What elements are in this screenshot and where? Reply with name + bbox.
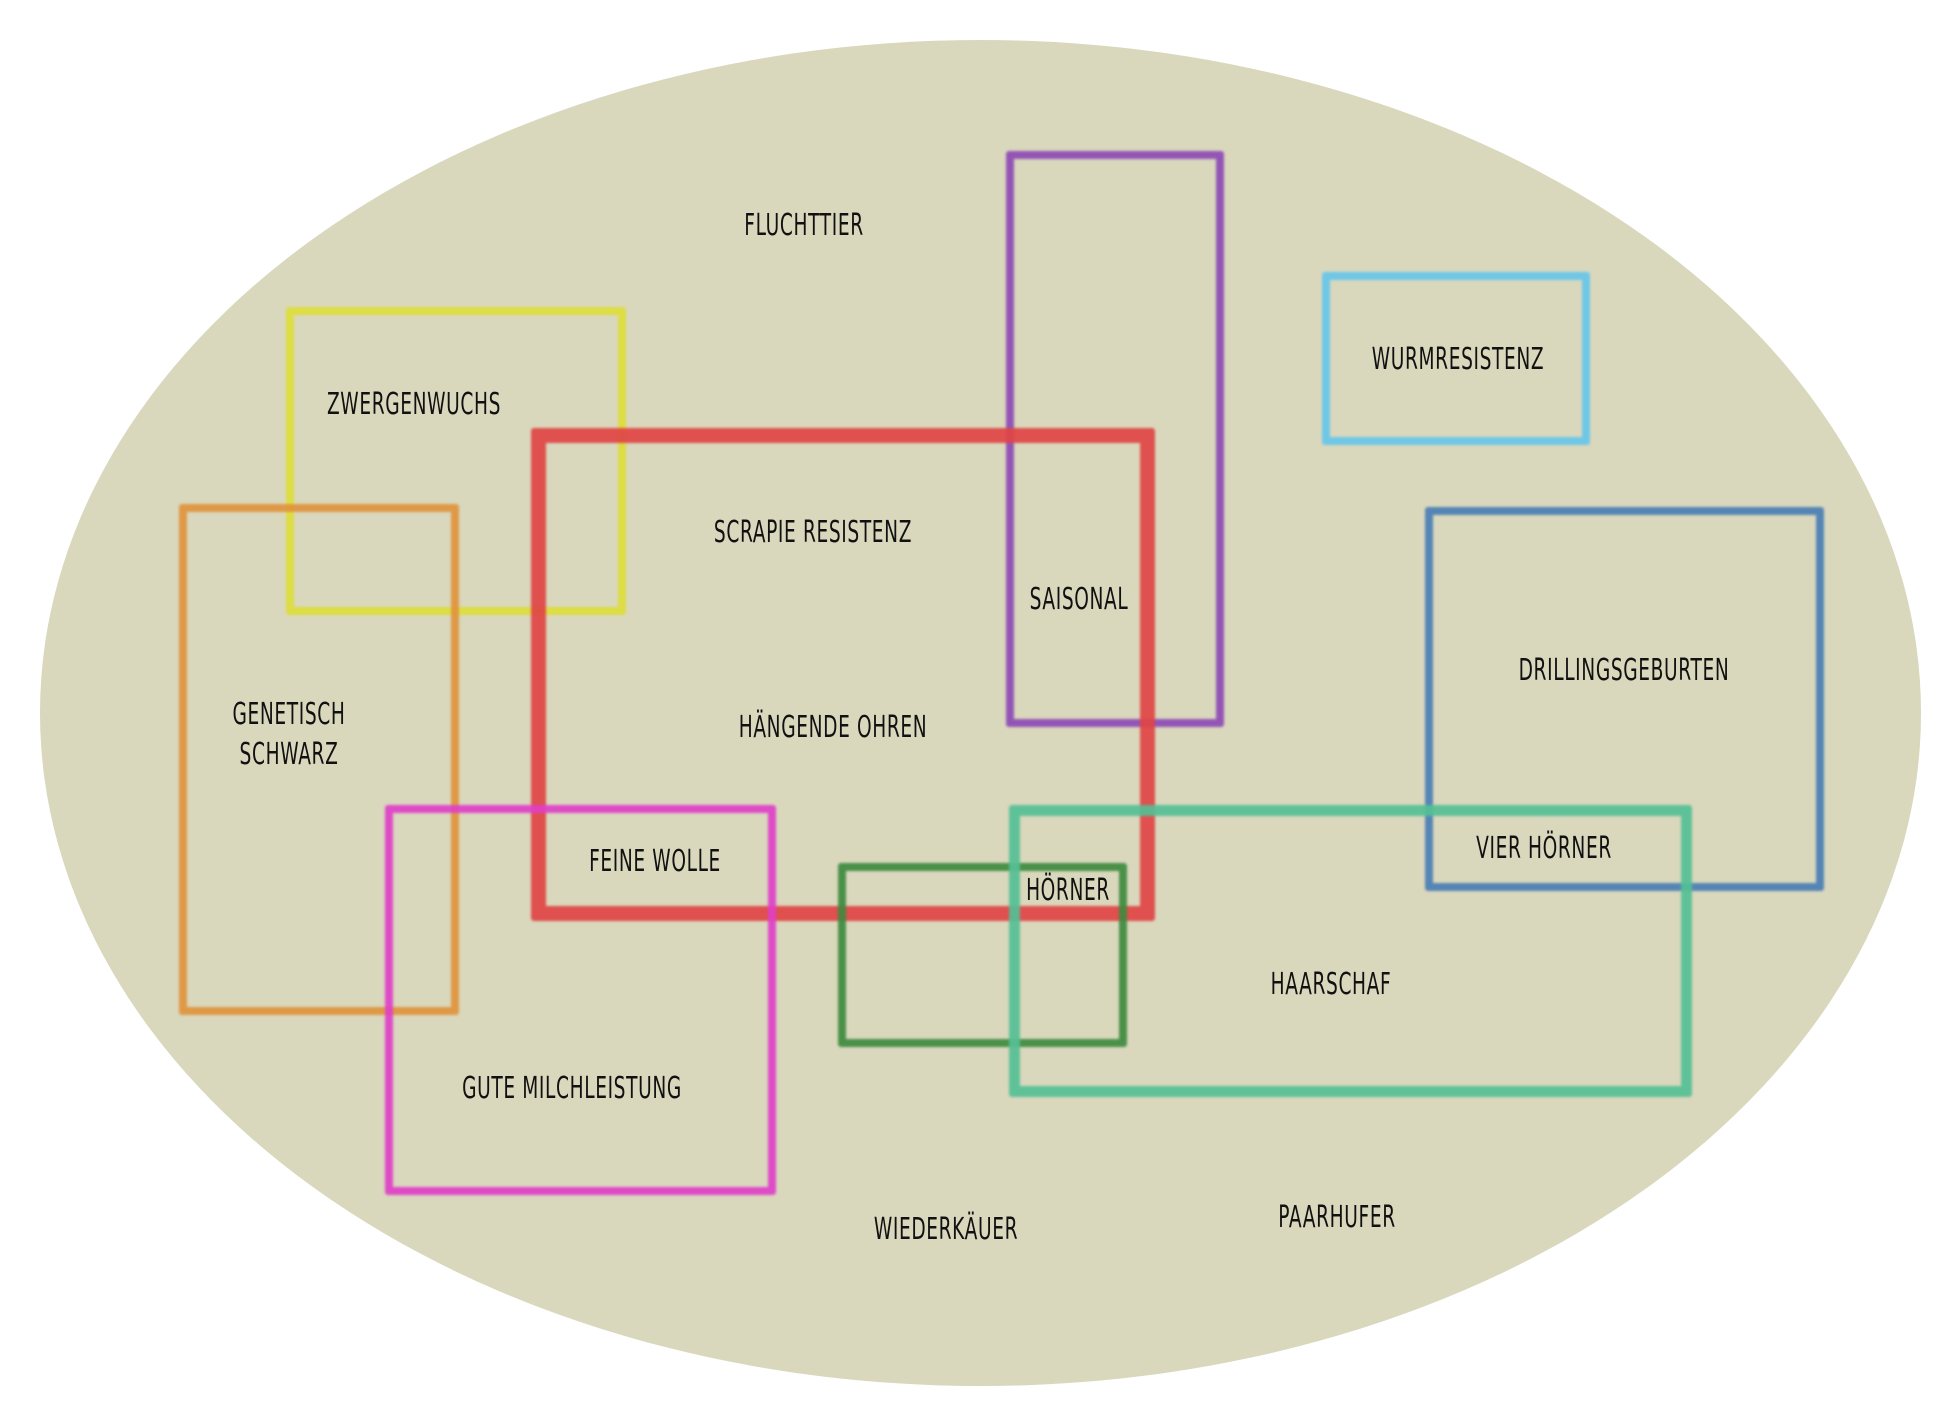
label-drillingsgeburten: DRILLINGSGEBURTEN <box>1518 653 1730 688</box>
label-saisonal: SAISONAL <box>1029 582 1129 617</box>
label-genetisch: GENETISCH <box>232 697 346 732</box>
label-fluchttier: FLUCHTTIER <box>744 208 864 243</box>
universe-ellipse <box>40 40 1921 1386</box>
label-haarschaf: HAARSCHAF <box>1270 967 1392 1002</box>
label-wurmresistenz: WURMRESISTENZ <box>1371 342 1545 377</box>
set-box-scrapie <box>531 428 1155 921</box>
label-zwergenwuchs: ZWERGENWUCHS <box>326 387 502 422</box>
label-haengende-ohren: HÄNGENDE OHREN <box>738 710 928 745</box>
set-box-milchleistung <box>385 805 776 1195</box>
set-box-genetisch-schwarz <box>179 504 459 1015</box>
set-box-wurmresistenz <box>1322 272 1590 445</box>
label-hoerner: HÖRNER <box>1026 873 1110 908</box>
set-box-hoerner <box>838 863 1127 1047</box>
label-scrapie-resistenz: SCRAPIE RESISTENZ <box>713 515 913 550</box>
label-wiederkaeuer: WIEDERKÄUER <box>873 1212 1019 1247</box>
label-gute-milchleistung: GUTE MILCHLEISTUNG <box>462 1071 682 1106</box>
label-vier-hoerner: VIER HÖRNER <box>1476 831 1612 866</box>
set-box-drillingsgeburten <box>1425 507 1824 891</box>
label-paarhufer: PAARHUFER <box>1278 1200 1396 1235</box>
label-schwarz: SCHWARZ <box>239 737 339 772</box>
label-feine-wolle: FEINE WOLLE <box>589 844 721 879</box>
set-box-haarschaf <box>1009 805 1692 1097</box>
